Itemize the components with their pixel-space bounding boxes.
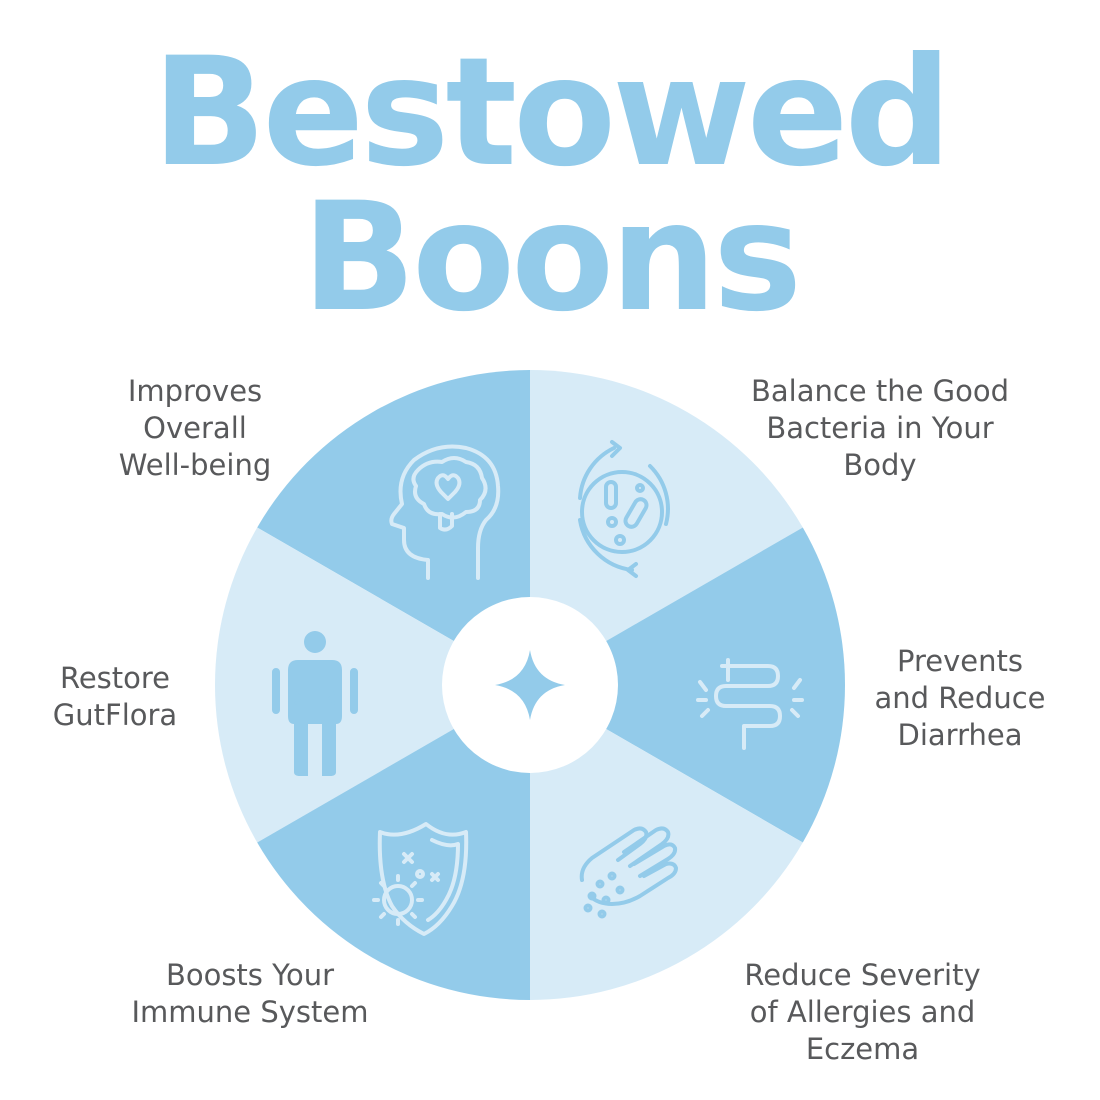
wheel-segment-gut-flora (214, 527, 530, 843)
sparkle-icon (495, 650, 565, 720)
wheel-segment-immune (257, 685, 530, 1000)
segment-label-gut-flora: Restore GutFlora (52, 661, 178, 732)
shield-virus-icon (372, 822, 469, 936)
human-body-icon (272, 631, 358, 776)
segment-label-bacteria: Balance the Good Bacteria in Your Body (750, 374, 1010, 482)
intestine-icon (696, 658, 804, 750)
bacteria-cycle-icon (578, 440, 670, 578)
title-line-1: Bestowed (152, 26, 952, 200)
wheel-segment-bacteria (530, 370, 803, 685)
segment-label-diarrhea: Prevents and Reduce Diarrhea (874, 644, 1046, 752)
wheel-segment-diarrhea (530, 527, 846, 843)
brain-heart-icon (389, 444, 501, 580)
hand-allergy-icon (579, 826, 678, 919)
segment-label-immune: Boosts Your Immune System (131, 958, 369, 1029)
segment-label-allergies: Reduce Severity of Allergies and Eczema (744, 958, 981, 1066)
segment-label-well-being: Improves Overall Well-being (118, 374, 272, 482)
title-line-2: Boons (301, 171, 803, 345)
